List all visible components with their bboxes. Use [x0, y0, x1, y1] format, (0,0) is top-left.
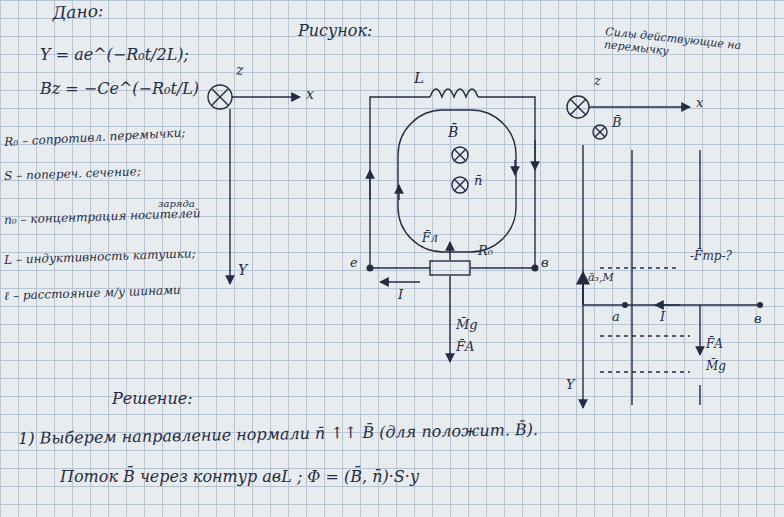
inductor-label: L [414, 70, 424, 87]
force-label: ā₃,M [588, 272, 614, 285]
force-label: M̄g [706, 360, 726, 374]
force-label: -F̄тр-? [690, 250, 732, 264]
point-label: в [754, 312, 762, 327]
given-item: ℓ – расстояние м/у шинами [4, 284, 181, 304]
force-label: F̄A [456, 340, 474, 355]
heading: Рисунок: [298, 22, 372, 40]
force-label: M̄g [456, 318, 478, 333]
axis-label: x [696, 96, 703, 111]
given-item: n₀ – концентрация носителей [4, 207, 201, 228]
axis-label: z [236, 62, 243, 78]
current-label: I [660, 310, 665, 325]
normal-label: n̄ [474, 174, 482, 189]
field-label: B̄ [612, 116, 622, 131]
solution-line: Поток B̄ через контур aвL ; Φ = (B̄, n̄)… [60, 468, 419, 486]
solution-line: 1) Выберем направление нормали n̄ ↑↑ B̄ … [18, 421, 538, 448]
axis-label: z [594, 74, 601, 89]
formula: Bz = −Ce^(−R₀t/L) [40, 80, 199, 98]
resistor-label: R₀ [478, 244, 493, 259]
given-item: R₀ – сопротивл. перемычки; [4, 127, 186, 150]
current-label: I [398, 288, 403, 303]
force-label: F̄л [422, 232, 438, 246]
formula: Y = ae^(−R₀t/2L); [40, 46, 189, 64]
axis-label: Y [566, 378, 575, 393]
force-label: F̄A [706, 338, 723, 352]
heading: Дано: [52, 1, 104, 23]
heading: Решение: [112, 390, 193, 408]
point-label: e [350, 256, 358, 271]
axis-label: Y [238, 262, 247, 278]
axis-label: x [306, 86, 314, 102]
point-label: a [612, 310, 620, 325]
given-item: S – попереч. сечение; [4, 165, 141, 184]
note: Силы действующие на перемычку [603, 26, 755, 67]
field-label: B̄ [448, 124, 458, 140]
given-item: L – индуктивность катушки; [4, 247, 196, 267]
point-label: в [541, 256, 549, 271]
